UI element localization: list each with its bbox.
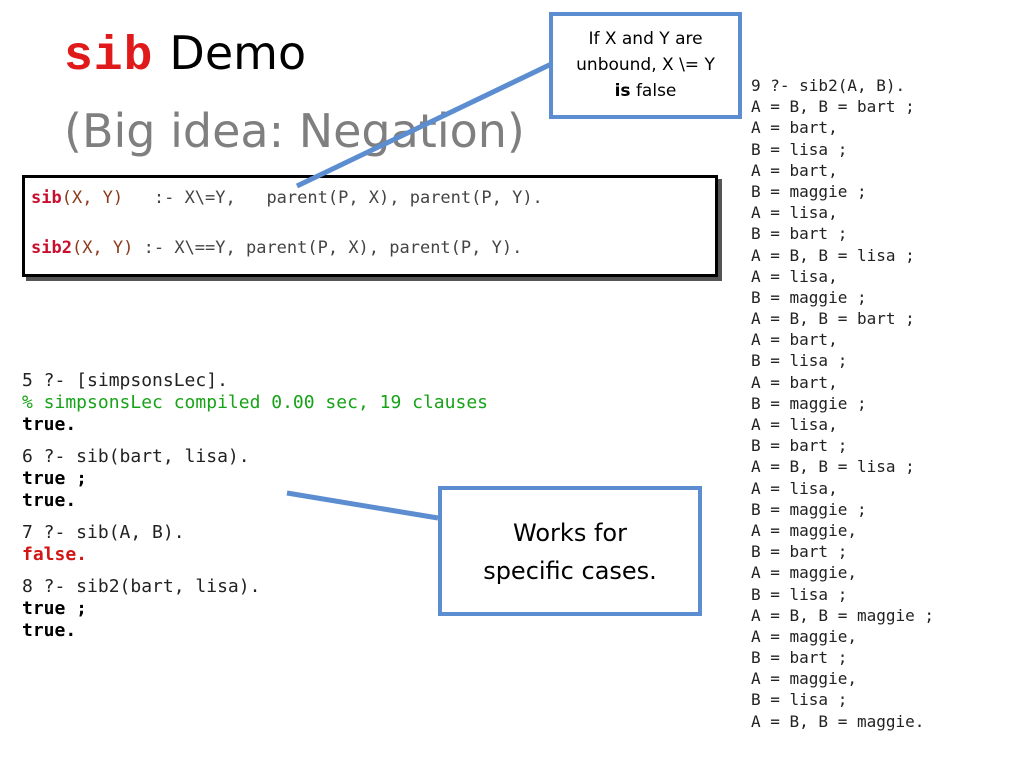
result-true-semi: true ; (22, 598, 88, 619)
output-line: A = bart, (751, 118, 838, 138)
output-line: A = bart, (751, 160, 838, 180)
output-line: B = lisa ; (751, 139, 848, 159)
specific-cases-callout: Works for specific cases. (438, 486, 702, 616)
output-line: B = maggie ; (751, 499, 867, 519)
query-5: 5 ?- [simpsonsLec]. (22, 370, 228, 391)
compiled-message: % simpsonsLec compiled 0.00 sec, 19 clau… (22, 392, 488, 413)
top-callout-connector (295, 54, 568, 189)
output-line: B = maggie ; (751, 181, 867, 201)
output-line: B = bart ; (751, 436, 848, 456)
output-line: B = maggie ; (751, 393, 867, 413)
output-line: A = lisa, (751, 415, 838, 434)
query-8: 8 ?- sib2(bart, lisa). (22, 576, 261, 597)
output-line: A = maggie, (751, 520, 857, 540)
middle-callout-connector (286, 490, 439, 521)
slide-title: sib Demo (64, 26, 306, 96)
title-word: Demo (169, 26, 307, 80)
result-true: true. (22, 620, 77, 641)
result-true-semi: true ; (22, 468, 88, 489)
output-line: A = B, B = maggie ; (751, 605, 935, 625)
callout-top-line1: If X and Y are (588, 29, 703, 49)
output-line: A = B, B = maggie. (751, 711, 925, 731)
query-9-output: 9 ?- sib2(A, B).A = B, B = bart ;A = bar… (751, 75, 934, 732)
output-line: A = maggie, (751, 626, 857, 646)
sib2-definition: sib2(X, Y) :- X\==Y, parent(P, X), paren… (31, 238, 522, 258)
negation-callout: If X and Y are unbound, X \= Y is false (549, 12, 742, 119)
sib-head: sib (31, 188, 62, 208)
sib-definition: sib(X, Y) :- X\=Y, parent(P, X), parent(… (31, 188, 543, 208)
sib2-body: X\==Y, parent(P, X), parent(P, Y). (174, 238, 523, 258)
definitions-box: sib(X, Y) :- X\=Y, parent(P, X), parent(… (22, 175, 718, 277)
callout-mid-line2: specific cases. (483, 557, 657, 585)
query-6: 6 ?- sib(bart, lisa). (22, 446, 250, 467)
output-line: A = B, B = lisa ; (751, 245, 915, 265)
output-line: B = bart ; (751, 224, 848, 244)
sib-args: (X, Y) (61, 188, 124, 208)
output-line: B = lisa ; (751, 584, 848, 604)
callout-top-line2: unbound, X \= Y (576, 55, 715, 75)
query-7: 7 ?- sib(A, B). (22, 522, 185, 543)
sib-body: X\=Y, parent(P, X), parent(P, Y). (184, 188, 543, 208)
output-line: A = maggie, (751, 669, 857, 689)
output-line: B = maggie ; (751, 287, 867, 307)
result-true: true. (22, 490, 77, 511)
output-line: B = bart ; (751, 648, 848, 668)
sib-neck: :- (123, 188, 185, 208)
callout-top-bold: is (614, 81, 631, 101)
query-9: 9 ?- sib2(A, B). (751, 76, 906, 95)
output-line: A = lisa, (751, 266, 838, 286)
output-line: A = B, B = bart ; (751, 97, 915, 117)
result-false: false. (22, 544, 88, 565)
callout-top-rest: false (630, 81, 677, 101)
console-transcript: 5 ?- [simpsonsLec]. % simpsonsLec compil… (22, 370, 488, 642)
sib2-head: sib2 (31, 238, 72, 258)
sib2-args: (X, Y) (71, 238, 134, 258)
output-line: A = maggie, (751, 563, 857, 583)
output-line: A = bart, (751, 372, 838, 392)
callout-mid-line1: Works for (513, 519, 627, 547)
output-line: A = bart, (751, 330, 838, 350)
output-line: A = B, B = lisa ; (751, 457, 915, 477)
sib2-neck: :- (133, 238, 175, 258)
output-line: B = lisa ; (751, 690, 848, 710)
output-line: A = B, B = bart ; (751, 309, 915, 329)
callout-top-line3: is false (553, 78, 738, 104)
title-code: sib (64, 30, 154, 84)
result-true: true. (22, 414, 77, 435)
output-line: B = lisa ; (751, 351, 848, 371)
output-line: B = bart ; (751, 542, 848, 562)
output-line: A = lisa, (751, 203, 838, 223)
output-line: A = lisa, (751, 478, 838, 498)
